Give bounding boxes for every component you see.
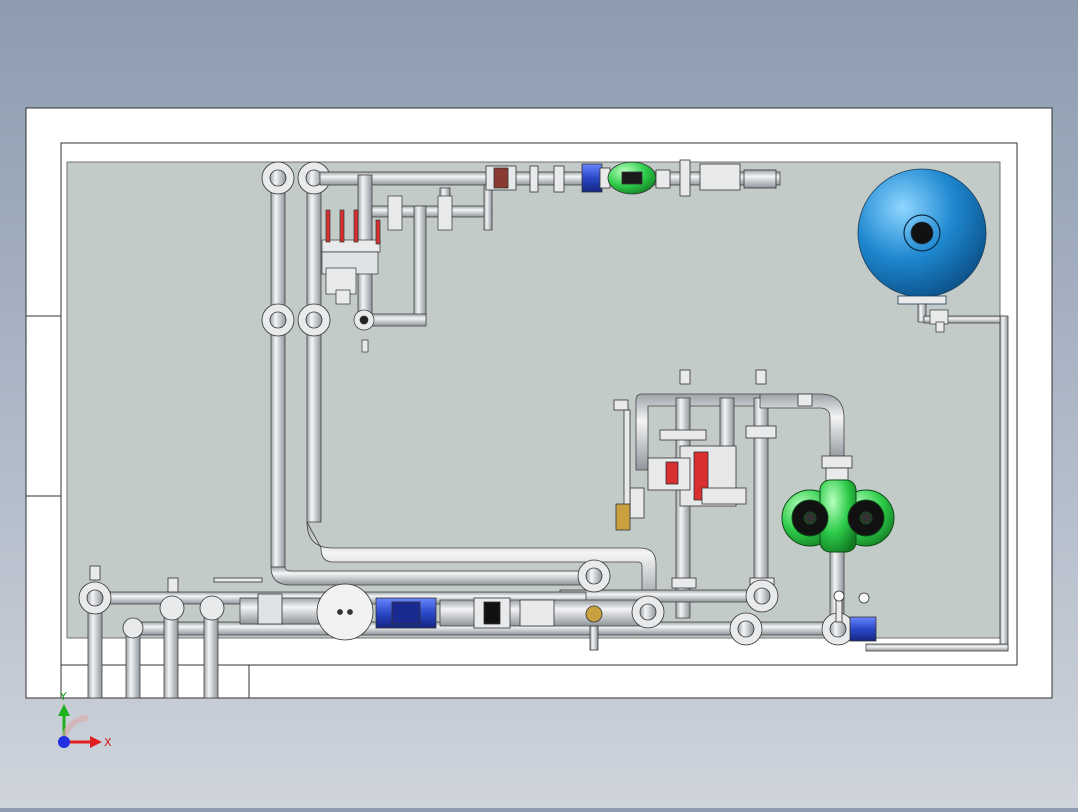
pump-skid-fittings-part (623, 409, 631, 521)
pump-skid-fittings-part (701, 487, 747, 505)
pump-skid-fittings-part (659, 429, 707, 441)
heater-manifold-part (325, 209, 331, 243)
bottom-flanges-part (585, 567, 603, 585)
tank-line-part (935, 321, 945, 333)
expansion-tank-part (910, 221, 934, 245)
pump-skid-fittings-part (797, 393, 813, 407)
pump-skid-fittings-part (679, 369, 691, 385)
bottom-flanges-part (737, 620, 755, 638)
bottom-components (89, 565, 877, 651)
top-header-fittings-part (493, 167, 509, 189)
coordinate-triad (58, 704, 102, 748)
coordinate-triad-part (58, 736, 70, 748)
top-header-fittings (485, 159, 777, 197)
riser-flanges-part (269, 169, 287, 187)
bottom-components-part (391, 601, 421, 625)
title-block (60, 664, 250, 699)
top-header-fittings-part (679, 159, 691, 197)
main-risers-part (306, 181, 322, 523)
heater-manifold-part (387, 195, 403, 231)
pump-skid-fittings-part (755, 369, 767, 385)
bottom-flanges-part (753, 587, 771, 605)
triad-y-label: Y (59, 690, 67, 703)
pump-skid-fittings-part (665, 461, 679, 485)
bottom-flanges-part (86, 589, 104, 607)
bottom-components-part (483, 601, 501, 625)
bottom-components-part (833, 590, 845, 602)
heater-manifold-part (321, 239, 381, 253)
heater-manifold (321, 195, 453, 353)
top-header-part (413, 205, 427, 325)
bottom-components-part (167, 577, 179, 593)
pump-skid-fittings-part (615, 503, 631, 531)
top-header-fittings-part (553, 165, 565, 193)
heater-manifold-part (437, 195, 453, 231)
pump-skid-fittings-part (821, 455, 853, 469)
triad-x-label: X (104, 736, 112, 749)
riser-flanges (261, 161, 331, 337)
riser-flanges-part (305, 311, 323, 329)
bottom-components-part (585, 605, 603, 623)
heater-manifold-part (359, 315, 369, 325)
bottom-components-part (213, 577, 263, 583)
heater-manifold-part (375, 219, 381, 245)
bottom-flanges-part (122, 617, 144, 639)
expansion-tank (857, 168, 987, 305)
sheet-border (60, 142, 1018, 666)
heater-manifold-part (361, 339, 369, 353)
tank-line-part (917, 303, 927, 323)
pump-skid-fittings-part (629, 487, 645, 519)
twin-pump-green-part (859, 511, 873, 525)
bottom-flanges-part (159, 595, 185, 621)
bottom-components-part (257, 593, 283, 625)
bottom-flanges-part (639, 603, 657, 621)
heater-manifold-part (353, 209, 359, 243)
bottom-components-part (337, 609, 343, 615)
bottom-components-part (519, 599, 555, 627)
top-header-fittings-part (699, 163, 741, 191)
pump-skid-fittings-part (671, 577, 697, 589)
top-header-part (371, 313, 427, 327)
bottom-flanges (78, 559, 855, 646)
top-header-fittings-part (581, 163, 603, 193)
bottom-components-part (858, 592, 870, 604)
twin-pump-green-part (803, 511, 817, 525)
pump-skid-fittings-part (745, 425, 777, 439)
expansion-tank-part (897, 295, 947, 305)
tank-line-part (999, 315, 1009, 651)
expansion-tank-part (903, 214, 941, 252)
bottom-components-part (89, 565, 101, 581)
coordinate-triad-part (58, 704, 70, 716)
blue-check-valve (849, 616, 877, 642)
heater-manifold-part (339, 209, 345, 243)
main-risers-part (270, 181, 286, 568)
top-header-fittings-part (621, 171, 643, 185)
pump-skid-piping-part (635, 393, 761, 471)
heater-manifold-part (335, 289, 351, 305)
bottom-flanges-part (199, 595, 225, 621)
top-header-fittings-part (529, 165, 539, 193)
main-risers (270, 181, 657, 611)
bottom-flanges-part (829, 620, 847, 638)
bottom-components-part (589, 625, 599, 651)
top-header-fittings-part (743, 169, 777, 189)
twin-pump-green (781, 479, 895, 553)
coordinate-triad-part (90, 736, 102, 748)
flowmeter (316, 583, 374, 641)
tank-line-part (865, 643, 1009, 652)
top-header-fittings-part (655, 169, 671, 189)
top-header-part (483, 184, 493, 231)
pump-skid-fittings-part (613, 399, 629, 411)
riser-flanges-part (269, 311, 287, 329)
bottom-components-part (347, 609, 353, 615)
bottom-mains-part (125, 627, 141, 699)
tank-line (865, 303, 1009, 652)
